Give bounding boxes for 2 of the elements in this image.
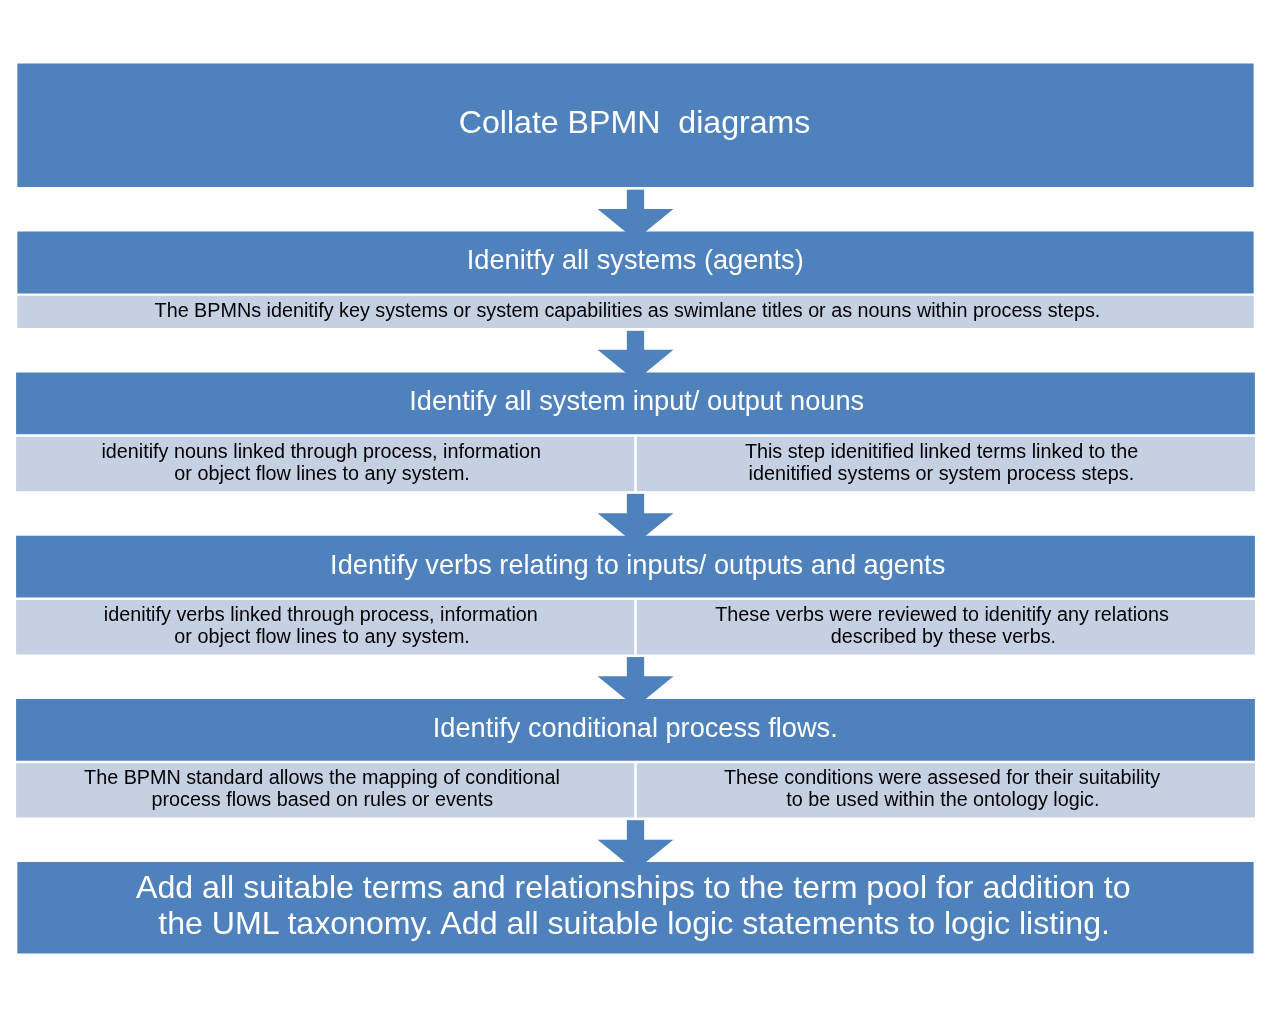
node-box: Collate BPMN diagrams [17, 62, 1254, 187]
node-box: Add all suitable terms and relationships to the term pool for addition to the UML taxonomy. Add all suitable logic statements to logic listing. [17, 861, 1254, 954]
